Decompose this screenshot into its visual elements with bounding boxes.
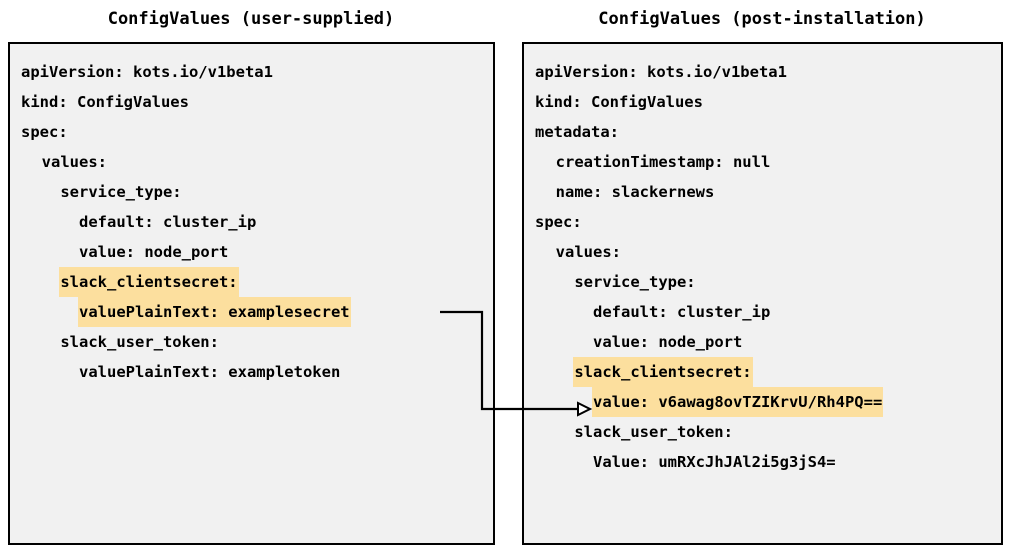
config-line: values: [524,237,1001,267]
config-line: service_type: [524,267,1001,297]
config-line: valuePlainText: examplesecret [10,297,493,327]
line-indent [20,297,78,327]
config-line: apiVersion: kots.io/v1beta1 [10,57,493,87]
line-indent [534,297,592,327]
line-indent [534,327,592,357]
config-text: name: slackernews [555,183,715,201]
config-line: creationTimestamp: null [524,147,1001,177]
config-line: apiVersion: kots.io/v1beta1 [524,57,1001,87]
config-line: values: [10,147,493,177]
config-text: apiVersion: kots.io/v1beta1 [535,63,787,81]
config-line: slack_user_token: [524,417,1001,447]
config-text: kind: ConfigValues [21,93,189,111]
config-line: kind: ConfigValues [524,87,1001,117]
line-indent [534,177,555,207]
config-text: valuePlainText: exampletoken [79,363,341,381]
config-line: value: node_port [524,327,1001,357]
line-indent [534,387,592,417]
config-text: spec: [21,123,68,141]
line-indent [534,357,573,387]
config-text: spec: [535,213,582,231]
line-indent [20,207,78,237]
line-indent [20,237,78,267]
config-line: spec: [10,117,493,147]
highlighted-config-text: slack_clientsecret: [573,357,753,387]
config-line: default: cluster_ip [10,207,493,237]
config-line: metadata: [524,117,1001,147]
line-indent [20,327,59,357]
config-line: name: slackernews [524,177,1001,207]
line-indent [534,147,555,177]
line-indent [20,267,59,297]
line-indent [20,177,59,207]
config-text: values: [555,243,621,261]
left-panel-title: ConfigValues (user-supplied) [107,9,395,29]
config-text: kind: ConfigValues [535,93,703,111]
config-line: spec: [524,207,1001,237]
config-text: default: cluster_ip [593,303,771,321]
config-text: value: node_port [79,243,229,261]
config-text: values: [41,153,107,171]
config-line: service_type: [10,177,493,207]
right-config-box: apiVersion: kots.io/v1beta1 kind: ConfigV… [522,42,1003,545]
config-line: kind: ConfigValues [10,87,493,117]
right-panel-title: ConfigValues (post-installation) [598,9,926,29]
config-line: value: v6awag8ovTZIKrvU/Rh4PQ== [524,387,1001,417]
config-line: slack_clientsecret: [524,357,1001,387]
highlighted-config-text: valuePlainText: examplesecret [78,297,351,327]
line-indent [534,447,592,477]
highlighted-config-text: value: v6awag8ovTZIKrvU/Rh4PQ== [592,387,884,417]
right-config-lines: apiVersion: kots.io/v1beta1 kind: ConfigV… [524,44,1001,477]
config-text: service_type: [60,183,182,201]
config-text: service_type: [574,273,696,291]
config-text: metadata: [535,123,619,141]
line-indent [20,147,41,177]
left-config-box: apiVersion: kots.io/v1beta1 kind: ConfigV… [8,42,495,545]
config-text: Value: umRXcJhJAl2i5g3jS4= [593,453,836,471]
config-text: default: cluster_ip [79,213,257,231]
config-text: slack_user_token: [574,423,733,441]
config-text: creationTimestamp: null [555,153,771,171]
config-text: value: node_port [593,333,743,351]
line-indent [534,237,555,267]
line-indent [534,417,573,447]
config-line: value: node_port [10,237,493,267]
highlighted-config-text: slack_clientsecret: [59,267,239,297]
line-indent [20,357,78,387]
line-indent [534,267,573,297]
config-line: Value: umRXcJhJAl2i5g3jS4= [524,447,1001,477]
config-line: slack_user_token: [10,327,493,357]
config-line: slack_clientsecret: [10,267,493,297]
left-config-lines: apiVersion: kots.io/v1beta1 kind: ConfigV… [10,44,493,387]
config-line: valuePlainText: exampletoken [10,357,493,387]
config-text: slack_user_token: [60,333,219,351]
config-text: apiVersion: kots.io/v1beta1 [21,63,273,81]
config-line: default: cluster_ip [524,297,1001,327]
